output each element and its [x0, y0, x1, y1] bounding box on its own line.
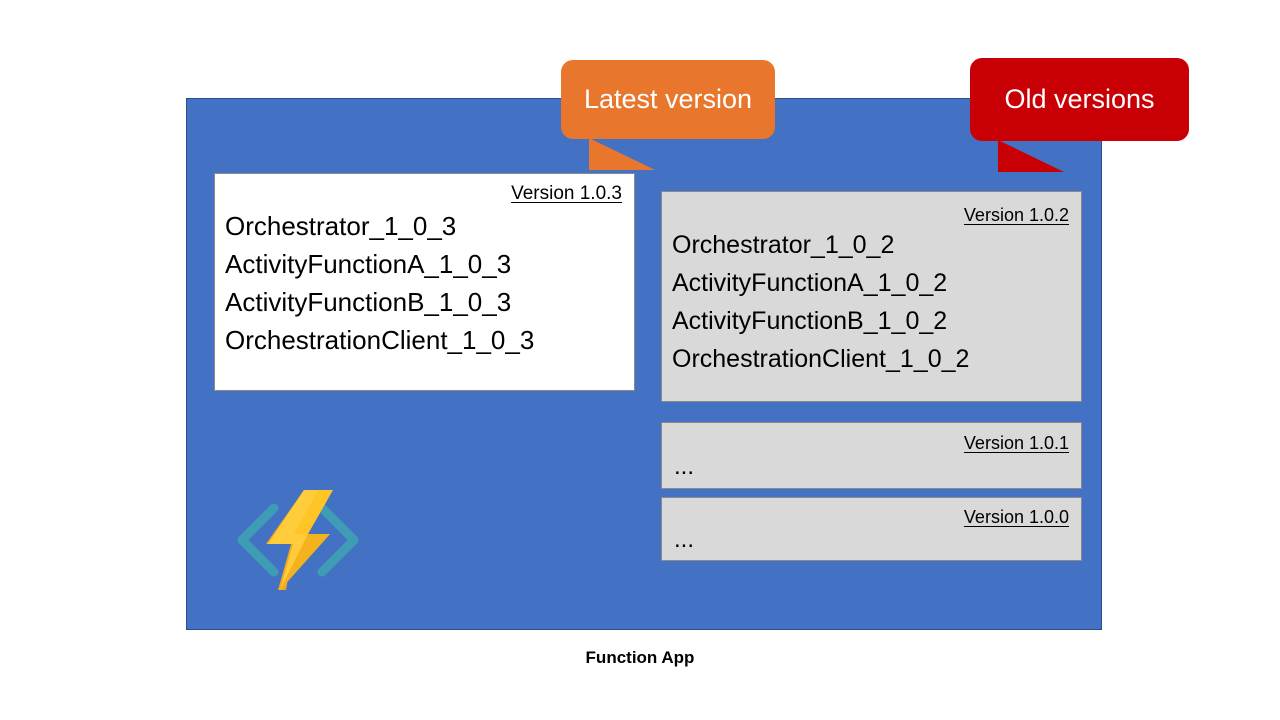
function-item: OrchestrationClient_1_0_3 [225, 325, 535, 355]
callout-old-versions: Old versions [970, 58, 1189, 172]
function-item: OrchestrationClient_1_0_2 [672, 345, 970, 373]
function-item: ActivityFunctionA_1_0_3 [225, 249, 512, 279]
ellipsis-old-100: ... [674, 526, 695, 553]
function-item: Orchestrator_1_0_2 [672, 231, 895, 259]
function-app-panel: Version 1.0.3 Orchestrator_1_0_3 Activit… [186, 98, 1102, 630]
version-card-latest[interactable]: Version 1.0.3 Orchestrator_1_0_3 Activit… [214, 173, 635, 391]
function-item: ActivityFunctionB_1_0_3 [225, 287, 512, 317]
callout-tail-icon [589, 138, 655, 170]
version-label-latest: Version 1.0.3 [511, 183, 622, 204]
callout-latest-label: Latest version [583, 84, 753, 114]
version-label-old-101: Version 1.0.1 [963, 433, 1069, 453]
function-list-latest: Orchestrator_1_0_3 ActivityFunctionA_1_0… [225, 207, 534, 359]
function-item: Orchestrator_1_0_3 [225, 211, 457, 241]
version-card-old-100[interactable]: ... Version 1.0.0 [661, 497, 1082, 561]
azure-functions-logo-icon [234, 488, 362, 592]
ellipsis-old-101: ... [674, 453, 695, 480]
callout-tail-icon [998, 140, 1064, 172]
version-card-old-102[interactable]: Version 1.0.2 Orchestrator_1_0_2 Activit… [661, 191, 1082, 402]
function-list-old-102: Orchestrator_1_0_2 ActivityFunctionA_1_0… [672, 226, 969, 378]
function-item: ActivityFunctionB_1_0_2 [672, 307, 948, 335]
function-item: ActivityFunctionA_1_0_2 [672, 269, 948, 297]
callout-latest-version: Latest version [561, 60, 775, 170]
version-label-old-102: Version 1.0.2 [963, 205, 1069, 225]
callout-old-label: Old versions [1004, 84, 1155, 114]
version-label-old-100: Version 1.0.0 [963, 507, 1069, 527]
function-app-caption: Function App [585, 648, 695, 667]
version-card-old-101[interactable]: ... Version 1.0.1 [661, 422, 1082, 489]
